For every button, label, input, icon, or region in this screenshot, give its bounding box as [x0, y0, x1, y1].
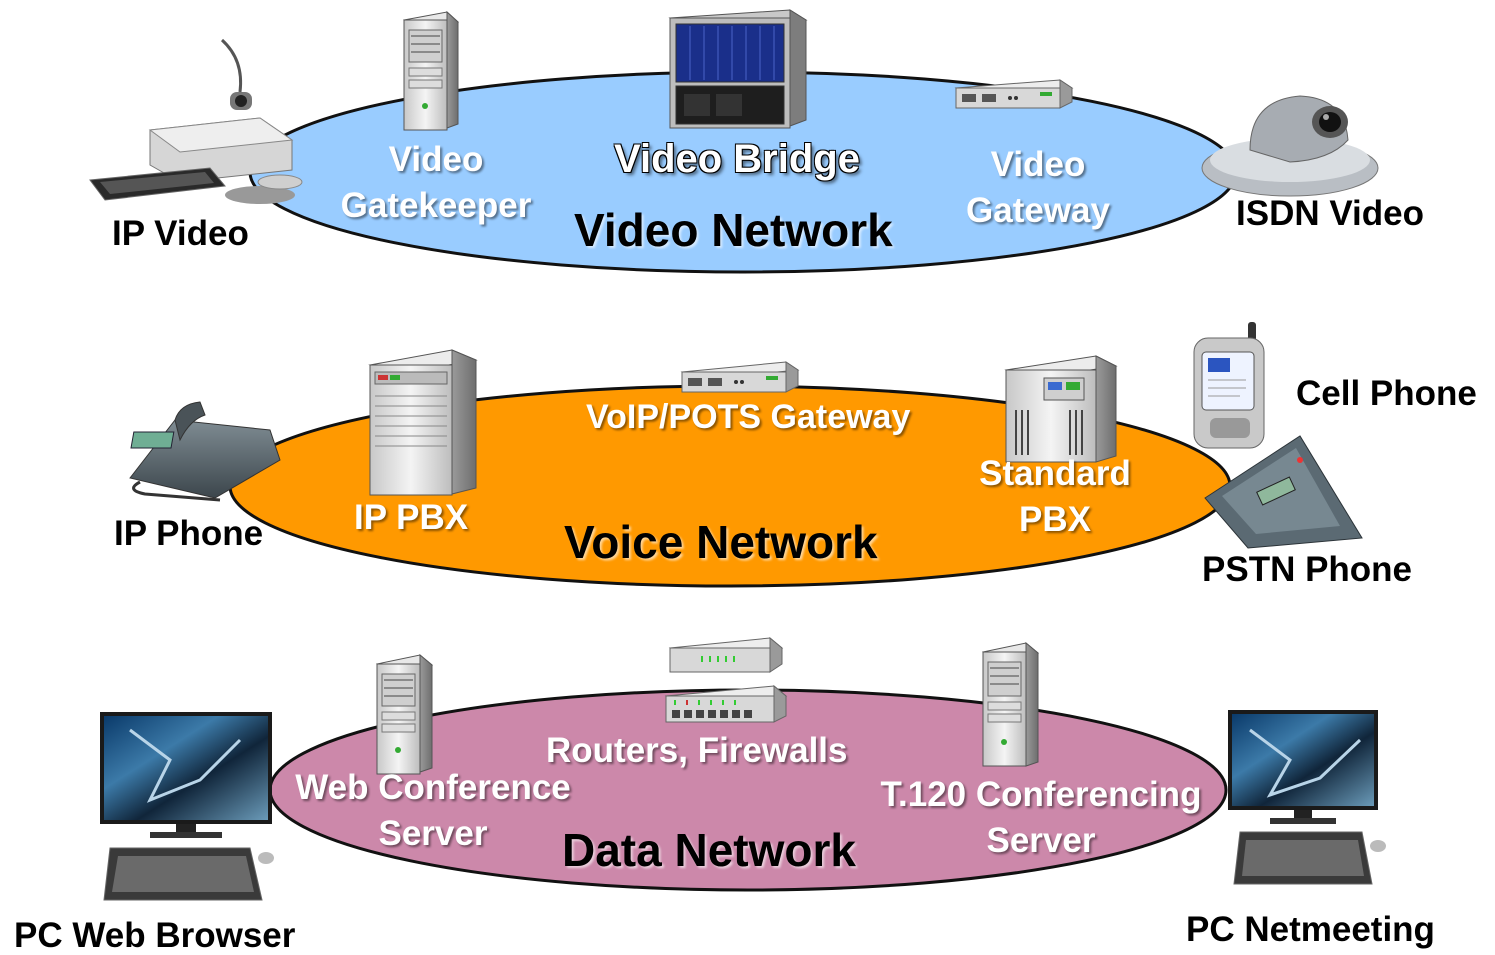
firewall-switch-icon [664, 684, 788, 723]
keyboard-icon [103, 847, 274, 901]
tower-server-icon [402, 10, 460, 131]
video-conference-unit-icon [89, 38, 303, 204]
keyboard-icon [1233, 831, 1386, 885]
pstn-phone-label: PSTN Phone [1202, 550, 1413, 589]
cell-phone-label: Cell Phone [1296, 374, 1477, 413]
ip-video-label: IP Video [112, 214, 249, 253]
tower-server-icon [981, 641, 1040, 767]
ip-pbx-label: IP PBX [354, 498, 469, 537]
video-gateway-label-line1: Video [990, 145, 1086, 184]
isdn-video-label: ISDN Video [1236, 194, 1425, 233]
video-bridge-label: Video Bridge [614, 137, 860, 181]
data-network-label: Data Network [562, 824, 856, 876]
video-gatekeeper-label-line1: Video [388, 140, 484, 179]
router-icon [668, 636, 784, 673]
ptz-camera-icon [1201, 95, 1379, 197]
video-bridge-rack-icon [668, 9, 808, 129]
pc-monitor-icon [100, 712, 272, 838]
video-gatekeeper-label-line2: Gatekeeper [340, 186, 532, 225]
conference-phone-icon [1204, 435, 1363, 549]
web-conference-server-label-line1: Web Conference [295, 768, 571, 807]
standard-pbx-label-line2: PBX [1019, 500, 1091, 539]
gateway-box-icon [680, 361, 800, 393]
desk-phone-icon [129, 401, 281, 502]
video-gateway-label-line2: Gateway [966, 191, 1110, 230]
pbx-server-icon [368, 349, 478, 496]
pbx-cabinet-icon [1004, 355, 1118, 463]
standard-pbx-label-line1: Standard [979, 454, 1131, 493]
t120-server-label-line2: Server [986, 821, 1096, 860]
pc-monitor-icon [1228, 710, 1378, 824]
tower-server-icon [375, 653, 434, 775]
video-network-label: Video Network [574, 204, 893, 256]
voice-network-label: Voice Network [564, 516, 878, 568]
web-conference-server-label-line2: Server [378, 814, 488, 853]
ip-phone-label: IP Phone [114, 514, 264, 553]
routers-firewalls-label: Routers, Firewalls [546, 731, 848, 770]
pc-web-browser-label: PC Web Browser [14, 916, 296, 955]
voip-pots-gateway-label: VoIP/POTS Gateway [586, 398, 911, 436]
gateway-box-icon [954, 79, 1074, 109]
t120-server-label-line1: T.120 Conferencing [880, 775, 1202, 814]
pc-netmeeting-label: PC Netmeeting [1186, 910, 1435, 949]
cell-phone-icon [1193, 322, 1265, 449]
